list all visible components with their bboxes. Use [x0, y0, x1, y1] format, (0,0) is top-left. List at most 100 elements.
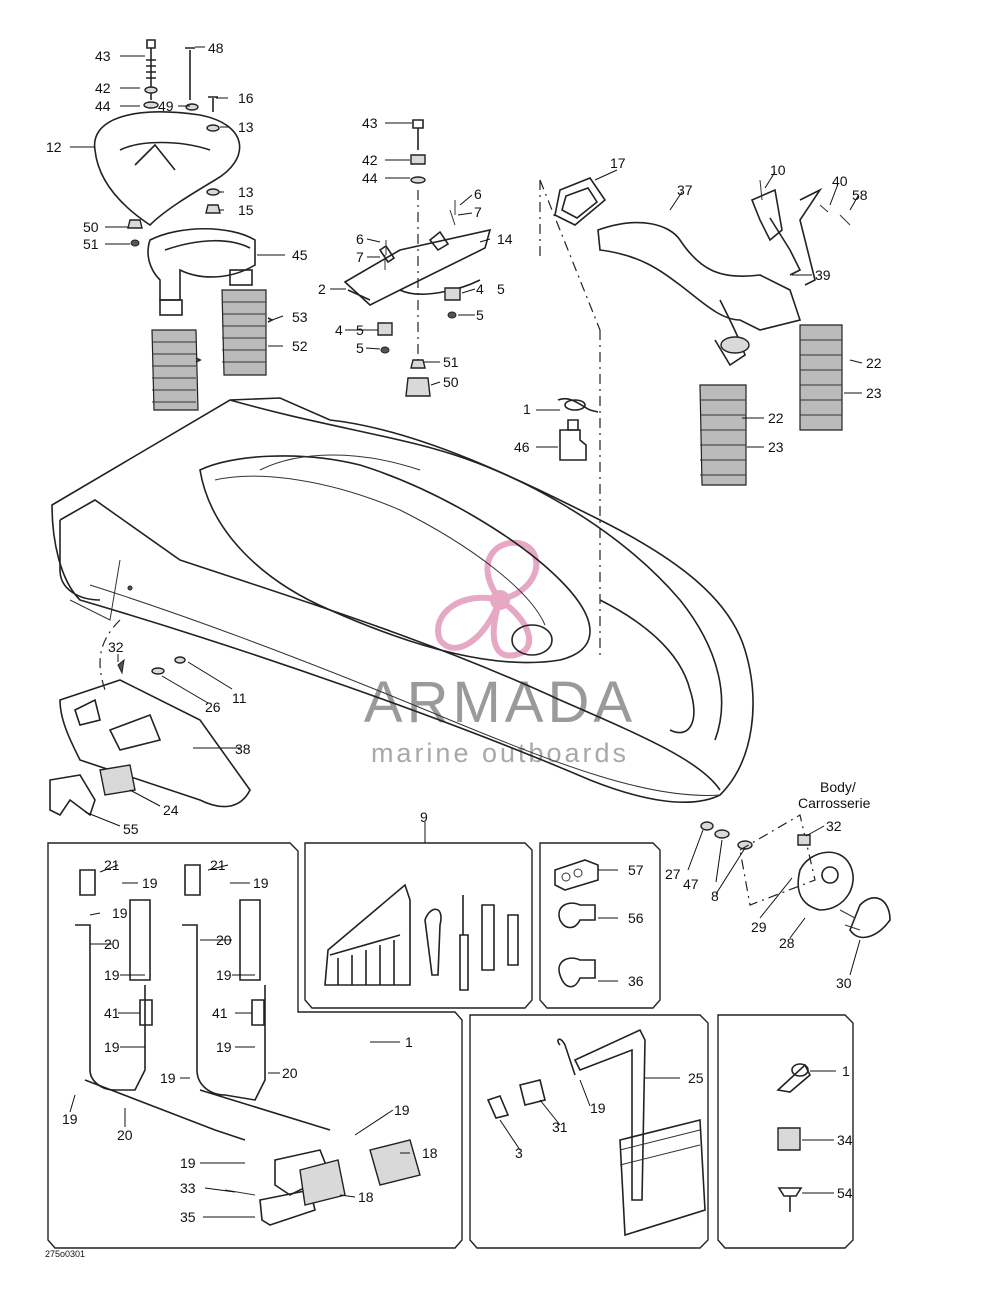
- callout: 5: [497, 281, 505, 297]
- callout: 1: [523, 401, 531, 417]
- toolkit-box: [304, 842, 533, 1009]
- callout: 13: [238, 119, 254, 135]
- callout: 29: [751, 919, 767, 935]
- callout: 38: [235, 741, 251, 757]
- callout: 27: [665, 866, 681, 882]
- callout: 56: [628, 910, 644, 926]
- clips-box: [539, 842, 661, 1009]
- callout: 15: [238, 202, 254, 218]
- callout: 24: [163, 802, 179, 818]
- callout: 19: [62, 1111, 78, 1127]
- callout: 5: [476, 307, 484, 323]
- callout: 41: [104, 1005, 120, 1021]
- callout: 47: [683, 876, 699, 892]
- callout: 32: [826, 818, 842, 834]
- callout: 6: [474, 186, 482, 202]
- watermark: ARMADA marine outboards: [364, 539, 636, 768]
- battery-parts: [486, 1028, 706, 1237]
- callout: 21: [210, 857, 226, 873]
- callout: 41: [212, 1005, 228, 1021]
- callout: 19: [216, 967, 232, 983]
- leader-lines: [69, 46, 863, 1218]
- callout: 4: [335, 322, 343, 338]
- fuel-line-box: [47, 842, 463, 1249]
- battery-box: [469, 1014, 709, 1249]
- bellows-left-a: [151, 329, 199, 411]
- callout: 1: [842, 1063, 850, 1079]
- callout: 13: [238, 184, 254, 200]
- fasteners-box: [717, 1014, 854, 1249]
- callout: 5: [356, 340, 364, 356]
- callout: 36: [628, 973, 644, 989]
- callout: 45: [292, 247, 308, 263]
- console-bracket-assembly: [343, 119, 492, 397]
- callout: 19: [160, 1070, 176, 1086]
- bellows-right-a: [799, 324, 843, 431]
- bellows-left-b: [221, 289, 267, 376]
- callout-labels: 43 48 42 44 49 16 13 12 13 15 50 51 45 5…: [45, 40, 882, 1259]
- callout: 16: [238, 90, 254, 106]
- callout: 54: [837, 1185, 853, 1201]
- callout: 26: [205, 699, 221, 715]
- callout: 9: [420, 809, 428, 825]
- callout: 12: [46, 139, 62, 155]
- diagram-code: 275o0301: [45, 1249, 85, 1259]
- callout: 57: [628, 862, 644, 878]
- callout: 19: [104, 1039, 120, 1055]
- callout: 23: [866, 385, 882, 401]
- callout: 52: [292, 338, 308, 354]
- callout: 20: [117, 1127, 133, 1143]
- callout: 19: [142, 875, 158, 891]
- callout: 53: [292, 309, 308, 325]
- body-label: Body/: [820, 779, 856, 795]
- callout: 19: [216, 1039, 232, 1055]
- callout: 21: [104, 857, 120, 873]
- callout: 19: [104, 967, 120, 983]
- callout: 11: [232, 690, 247, 706]
- callout: 7: [474, 204, 482, 220]
- callout: 50: [443, 374, 459, 390]
- watermark-brand: ARMADA: [364, 670, 636, 735]
- callout: 20: [282, 1065, 298, 1081]
- callout: 5: [356, 322, 364, 338]
- callout: 19: [112, 905, 128, 921]
- callout: 19: [180, 1155, 196, 1171]
- hull-drawing: [51, 397, 754, 804]
- steering-cover-assembly: [93, 39, 274, 411]
- callout: 51: [83, 236, 99, 252]
- body-label-fr: Carrosserie: [798, 795, 871, 811]
- callout: 28: [779, 935, 795, 951]
- callout: 23: [768, 439, 784, 455]
- callout: 3: [515, 1145, 523, 1161]
- callout: 44: [362, 170, 378, 186]
- callout: 49: [158, 98, 174, 114]
- callout: 44: [95, 98, 111, 114]
- toolkit-contents: [324, 883, 519, 991]
- clip-contents: [554, 859, 599, 988]
- callout: 42: [362, 152, 378, 168]
- callout: 19: [394, 1102, 410, 1118]
- callout: 48: [208, 40, 224, 56]
- callout: 37: [677, 182, 693, 198]
- bellows-right-b: [699, 384, 747, 486]
- callout: 55: [123, 821, 139, 837]
- callout: 46: [514, 439, 530, 455]
- callout: 58: [852, 187, 868, 203]
- callout: 42: [95, 80, 111, 96]
- callout: 22: [768, 410, 784, 426]
- watermark-logo-icon: [435, 539, 540, 659]
- callout: 4: [476, 281, 484, 297]
- exhaust-duct-assembly: [539, 177, 851, 660]
- callout: 33: [180, 1180, 196, 1196]
- callout: 22: [866, 355, 882, 371]
- callout: 2: [318, 281, 326, 297]
- callout: 17: [610, 155, 626, 171]
- callout: 30: [836, 975, 852, 991]
- callout: 20: [216, 932, 232, 948]
- callout: 39: [815, 267, 831, 283]
- fastener-parts: [776, 1063, 811, 1212]
- callout: 19: [253, 875, 269, 891]
- callout: 6: [356, 231, 364, 247]
